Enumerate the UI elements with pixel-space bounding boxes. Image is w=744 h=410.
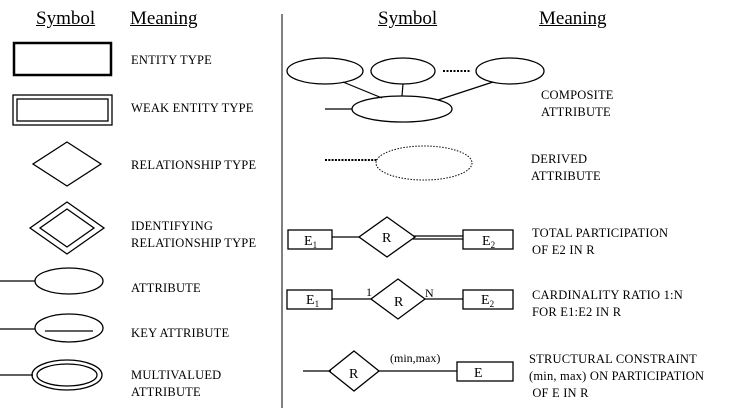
meaning-attribute: ATTRIBUTE bbox=[131, 281, 201, 295]
weak-entity-type-symbol bbox=[12, 94, 113, 126]
meaning-relationship-type: RELATIONSHIP TYPE bbox=[131, 158, 257, 172]
meaning-entity-type: ENTITY TYPE bbox=[131, 53, 213, 67]
attribute-symbol bbox=[0, 267, 104, 295]
identifying-relationship-type-symbol bbox=[28, 201, 106, 255]
relationship-label: R bbox=[394, 295, 404, 310]
meaning-identifying-relationship-type: IDENTIFYING RELATIONSHIP TYPE bbox=[131, 219, 257, 250]
meaning-key-attribute: KEY ATTRIBUTE bbox=[131, 326, 230, 340]
meaning-weak-entity-type: WEAK ENTITY TYPE bbox=[131, 101, 254, 115]
structural-constraint-symbol: R (min,max) E bbox=[303, 350, 514, 392]
entity2-label: E2 bbox=[482, 234, 495, 250]
entity1-label: E1 bbox=[306, 293, 319, 309]
entity-type-symbol bbox=[12, 41, 113, 77]
left-symbol-header: Symbol bbox=[36, 8, 96, 29]
left-meaning-header: Meaning bbox=[130, 8, 198, 29]
right-symbol-header: Symbol bbox=[378, 8, 438, 29]
total-participation-symbol: E1 R E2 bbox=[287, 216, 514, 258]
meaning-derived-attribute: DERIVED ATTRIBUTE bbox=[531, 152, 601, 183]
entity2-label: E2 bbox=[481, 293, 494, 309]
meaning-total-participation: TOTAL PARTICIPATION OF E2 IN R bbox=[532, 226, 669, 257]
meaning-composite-attribute: COMPOSITE ATTRIBUTE bbox=[541, 88, 614, 119]
entity-label: E bbox=[474, 366, 483, 381]
meaning-multivalued-attribute: MULTIVALUED ATTRIBUTE bbox=[131, 368, 222, 399]
cardinality-one: 1 bbox=[366, 285, 372, 299]
right-meaning-header: Meaning bbox=[539, 8, 607, 29]
meaning-structural-constraint: STRUCTURAL CONSTRAINT (min, max) ON PART… bbox=[529, 352, 705, 400]
key-attribute-symbol bbox=[0, 313, 104, 343]
min-max-label: (min,max) bbox=[390, 351, 440, 365]
cardinality-ratio-symbol: E1 1 R N E2 bbox=[286, 278, 514, 320]
relationship-label: R bbox=[382, 231, 392, 246]
cardinality-many: N bbox=[425, 286, 434, 300]
relationship-label: R bbox=[349, 367, 359, 382]
relationship-type-symbol bbox=[31, 141, 103, 187]
entity1-label: E1 bbox=[304, 234, 317, 250]
derived-attribute-symbol bbox=[325, 145, 473, 181]
composite-attribute-symbol bbox=[286, 57, 545, 123]
meaning-cardinality-ratio: CARDINALITY RATIO 1:N FOR E1:E2 IN R bbox=[532, 288, 683, 319]
multivalued-attribute-symbol bbox=[0, 359, 103, 391]
